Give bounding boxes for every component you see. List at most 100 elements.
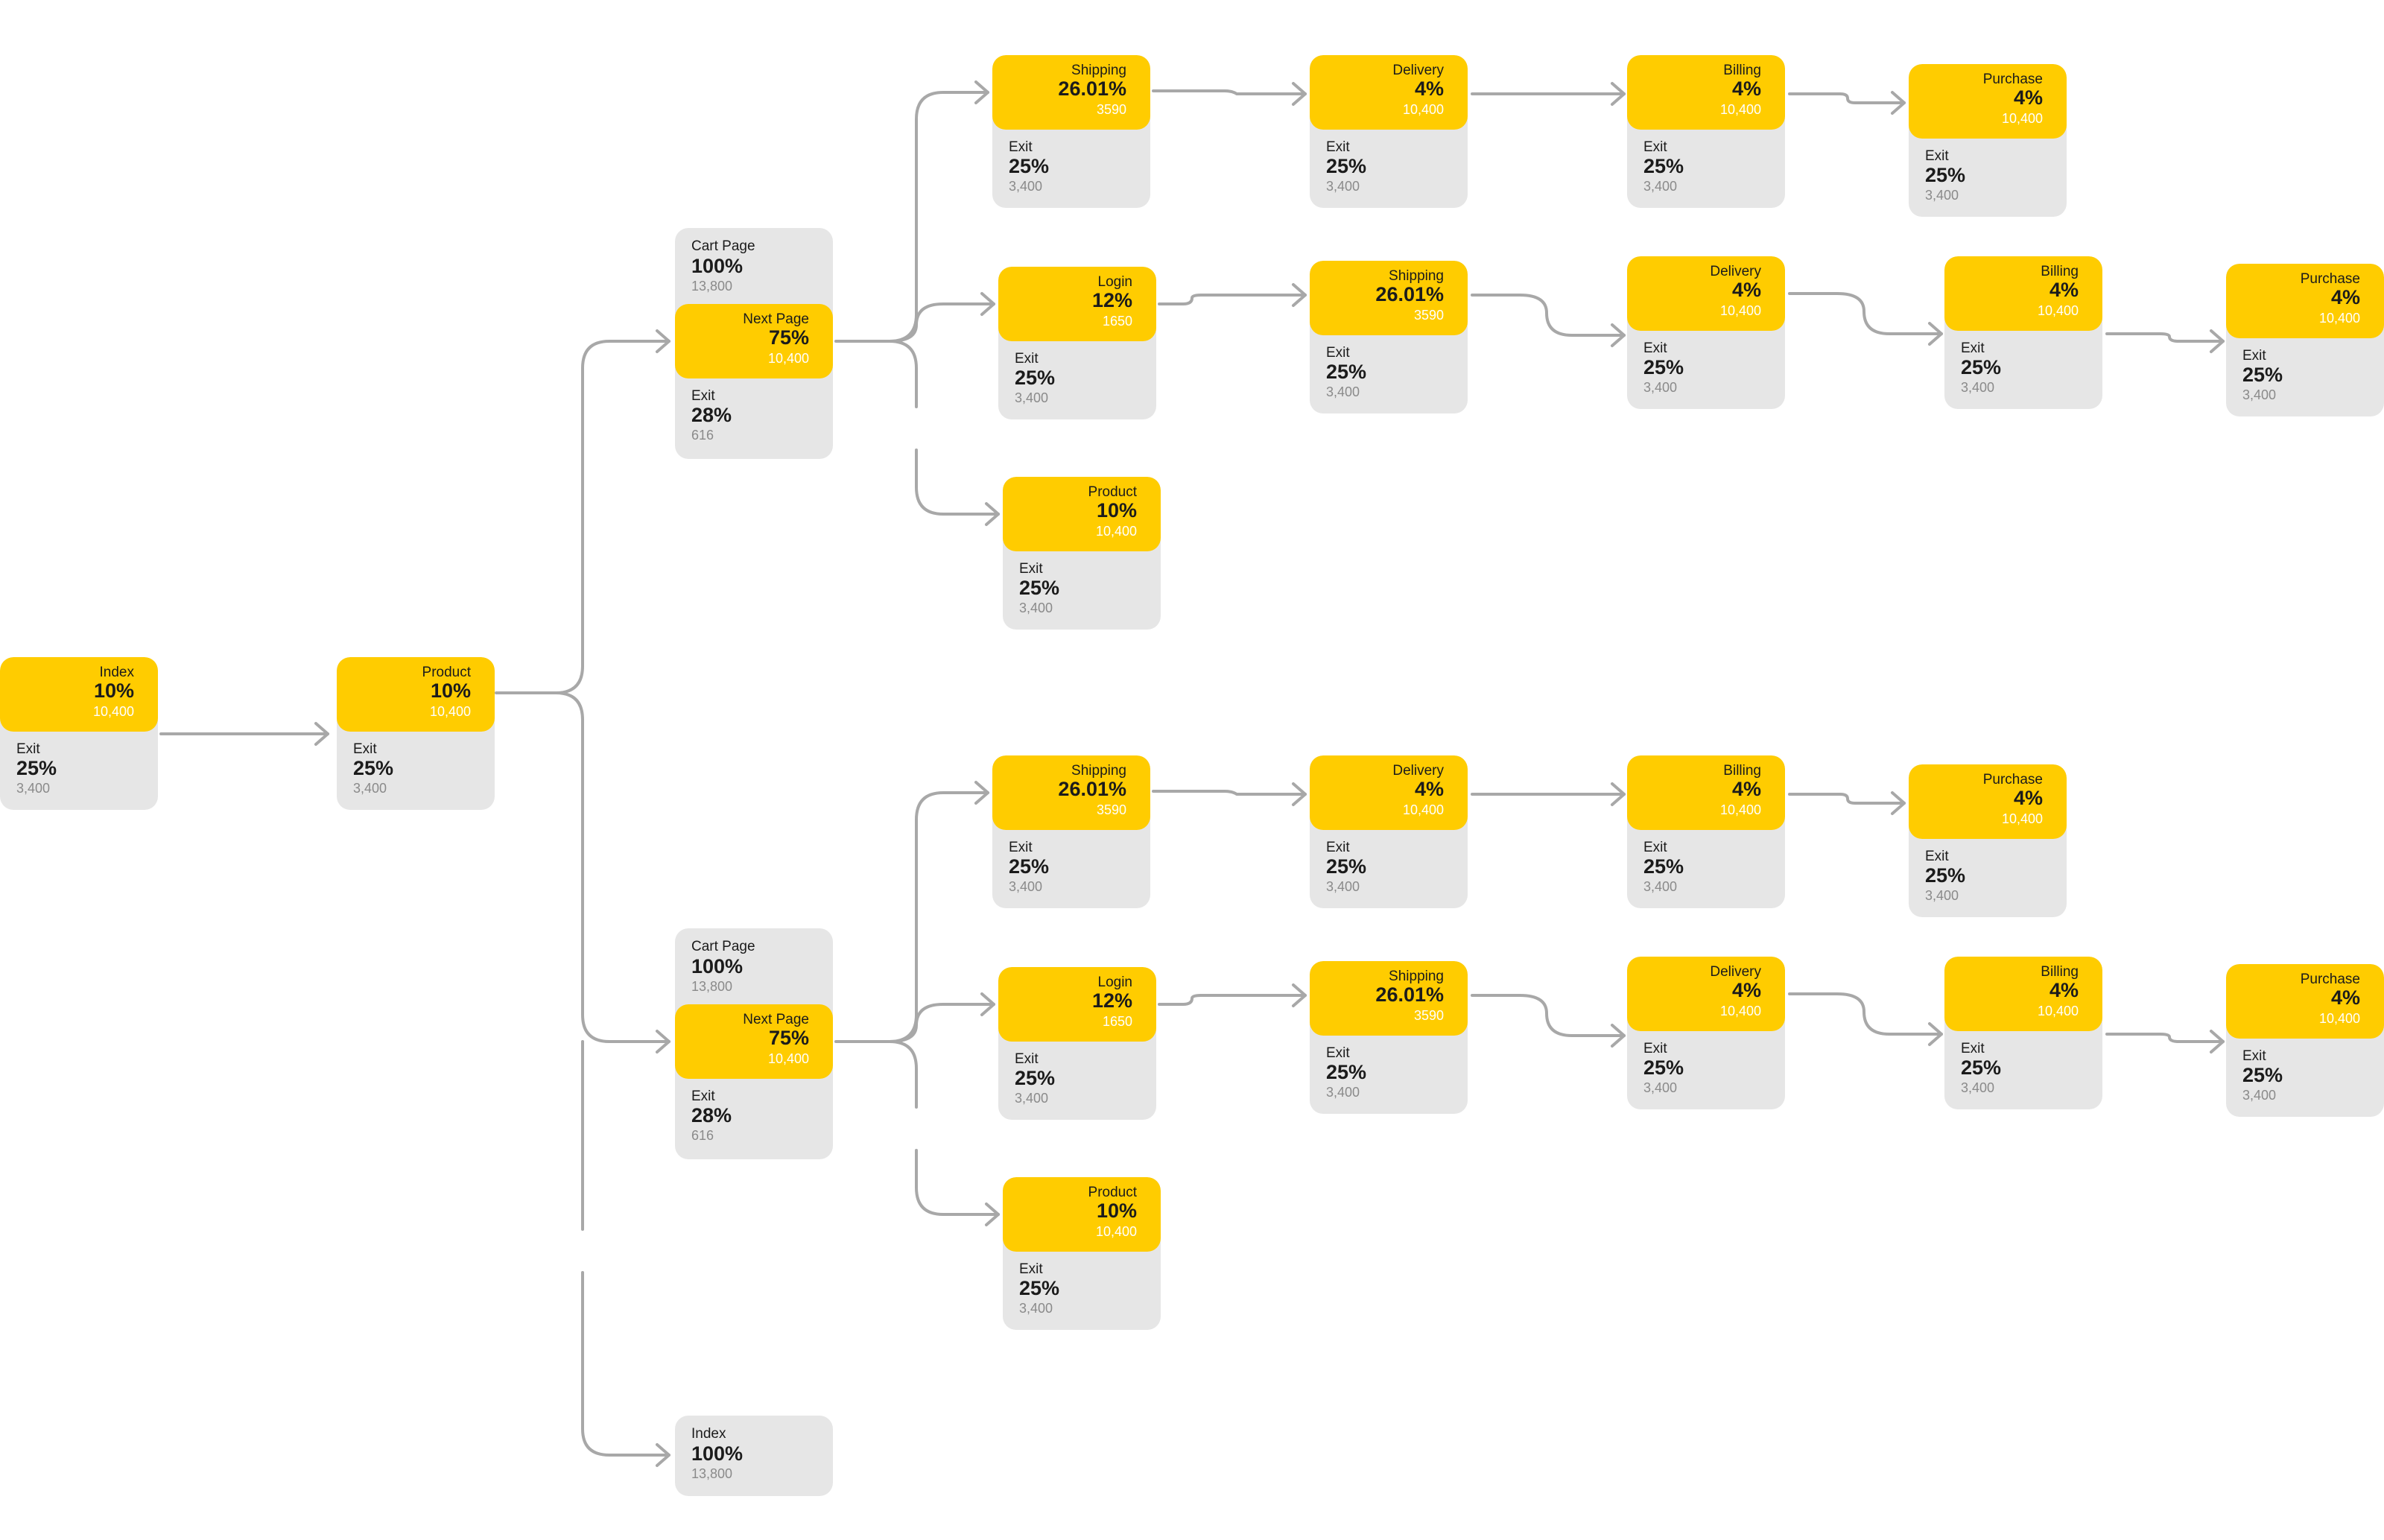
node-delivery[interactable]: Delivery 4% 10,400 Exit 25% 3,400 [1627, 957, 1785, 1109]
connector-b1-r2-1 [1158, 294, 1307, 305]
exit-count: 3,400 [1326, 879, 1360, 894]
node-product[interactable]: Product 10% 10,400 Exit 25% 3,400 [1003, 1177, 1161, 1330]
arrowhead [656, 329, 670, 353]
node-cart-next-1[interactable]: Cart Page 100% 13,800 Next Page 75% 10,4… [675, 228, 833, 459]
node-count: 10,400 [2001, 111, 2043, 126]
exit-percent: 25% [1009, 855, 1050, 878]
node-count: 10,400 [767, 351, 809, 366]
node-product[interactable]: Product 10% 10,400 Exit 25% 3,400 [337, 657, 495, 810]
node-shipping[interactable]: Shipping 26.01% 3590 Exit 25% 3,400 [992, 755, 1150, 908]
node-count: 10,400 [1719, 1004, 1761, 1018]
node-billing[interactable]: Billing 4% 10,400 Exit 25% 3,400 [1627, 55, 1785, 208]
node-cart-next-2[interactable]: Cart Page 100% 13,800 Next Page 75% 10,4… [675, 928, 833, 1159]
node-head: Shipping 26.01% 3590 [1310, 261, 1468, 335]
node-purchase[interactable]: Purchase 4% 10,400 Exit 25% 3,400 [1909, 64, 2067, 217]
exit-percent: 25% [1961, 356, 2002, 378]
exit-label: Exit [2242, 1048, 2266, 1064]
node-login[interactable]: Login 12% 1650 Exit 25% 3,400 [998, 967, 1156, 1120]
node-index-bottom[interactable]: Index 100% 13,800 [675, 1416, 833, 1496]
exit-label: Exit [2242, 348, 2266, 364]
arrowhead [656, 1443, 670, 1467]
node-exit: Exit 25% 3,400 [998, 1042, 1156, 1120]
node-percent: 4% [1731, 77, 1761, 100]
node-purchase[interactable]: Purchase 4% 10,400 Exit 25% 3,400 [2226, 964, 2384, 1117]
node-head: Delivery 4% 10,400 [1310, 55, 1468, 130]
arrowhead [1292, 782, 1307, 806]
node-percent: 4% [2330, 286, 2360, 308]
node-count: 13,800 [691, 1466, 733, 1481]
arrowhead [656, 1030, 670, 1053]
node-label: Login [1097, 975, 1133, 990]
connector-b1-row2 [888, 302, 995, 343]
exit-percent: 25% [1643, 356, 1684, 378]
node-label: Billing [2041, 964, 2079, 980]
node-count: 1650 [1102, 314, 1132, 329]
connector-b1-r2-2 [1471, 294, 1626, 337]
node-head: Delivery 4% 10,400 [1627, 957, 1785, 1031]
node-count: 10,400 [2318, 1011, 2360, 1026]
node-label: Shipping [1389, 268, 1444, 284]
exit-label: Exit [1643, 840, 1667, 855]
exit-count: 3,400 [1326, 179, 1360, 194]
node-count: 10,400 [1402, 802, 1444, 817]
node-shipping[interactable]: Shipping 26.01% 3590 Exit 25% 3,400 [1310, 961, 1468, 1114]
node-purchase[interactable]: Purchase 4% 10,400 Exit 25% 3,400 [2226, 264, 2384, 416]
node-exit: Exit 25% 3,400 [1310, 130, 1468, 208]
node-index[interactable]: Index 10% 10,400 Exit 25% 3,400 [0, 657, 158, 810]
exit-count: 616 [691, 1128, 714, 1143]
arrowhead [2210, 329, 2225, 353]
node-percent: 12% [1091, 989, 1132, 1012]
node-count: 10,400 [2318, 311, 2360, 326]
node-exit: Exit 25% 3,400 [1627, 331, 1785, 409]
node-shipping[interactable]: Shipping 26.01% 3590 Exit 25% 3,400 [992, 55, 1150, 208]
node-label: Delivery [1710, 964, 1761, 980]
node-count: 10,400 [1095, 524, 1137, 539]
exit-percent: 25% [1015, 367, 1056, 389]
exit-label: Exit [1019, 561, 1043, 577]
exit-label: Exit [1925, 849, 1949, 864]
node-exit: Exit 25% 3,400 [1909, 139, 2067, 217]
connector-product-tree [495, 340, 670, 694]
exit-label: Exit [16, 741, 40, 757]
exit-count: 3,400 [1961, 380, 1995, 395]
exit-label: Exit [1961, 340, 1985, 356]
node-percent: 75% [768, 326, 809, 349]
exit-label: Exit [1643, 139, 1667, 155]
exit-label: Exit [1925, 148, 1949, 164]
node-head: Shipping 26.01% 3590 [992, 755, 1150, 830]
node-billing[interactable]: Billing 4% 10,400 Exit 25% 3,400 [1627, 755, 1785, 908]
arrowhead [974, 80, 989, 104]
node-exit: Exit 25% 3,400 [1003, 1252, 1161, 1330]
node-percent: 10% [1096, 1200, 1137, 1222]
node-delivery[interactable]: Delivery 4% 10,400 Exit 25% 3,400 [1310, 755, 1468, 908]
node-exit: Exit 28% 616 [675, 1079, 833, 1157]
arrowhead [1611, 323, 1626, 347]
node-head: Purchase 4% 10,400 [1909, 64, 2067, 139]
node-login[interactable]: Login 12% 1650 Exit 25% 3,400 [998, 267, 1156, 419]
node-exit: Exit 25% 3,400 [1909, 839, 2067, 917]
node-exit: Exit 25% 3,400 [1310, 335, 1468, 413]
node-label: Product [1088, 1185, 1137, 1200]
node-percent: 26.01% [1058, 778, 1126, 800]
node-delivery[interactable]: Delivery 4% 10,400 Exit 25% 3,400 [1310, 55, 1468, 208]
node-percent: 100% [691, 1442, 744, 1465]
connector-b2-row2 [888, 1003, 995, 1043]
exit-percent: 25% [1961, 1056, 2002, 1079]
arrowhead [1611, 1024, 1626, 1048]
node-purchase[interactable]: Purchase 4% 10,400 Exit 25% 3,400 [1909, 764, 2067, 917]
node-label: Login [1097, 274, 1133, 290]
exit-percent: 25% [2242, 364, 2283, 386]
exit-label: Exit [353, 741, 377, 757]
node-label: Index [691, 1426, 726, 1442]
connector-b2-r2-2 [1471, 994, 1626, 1037]
node-billing[interactable]: Billing 4% 10,400 Exit 25% 3,400 [1944, 957, 2102, 1109]
node-shipping[interactable]: Shipping 26.01% 3590 Exit 25% 3,400 [1310, 261, 1468, 413]
cart-label: Cart Page [691, 238, 755, 254]
arrowhead [1891, 91, 1906, 115]
node-product[interactable]: Product 10% 10,400 Exit 25% 3,400 [1003, 477, 1161, 630]
node-billing[interactable]: Billing 4% 10,400 Exit 25% 3,400 [1944, 256, 2102, 409]
exit-count: 3,400 [2242, 387, 2277, 402]
next-page-head: Next Page 75% 10,400 [675, 1004, 833, 1079]
node-delivery[interactable]: Delivery 4% 10,400 Exit 25% 3,400 [1627, 256, 1785, 409]
exit-count: 3,400 [1643, 879, 1678, 894]
